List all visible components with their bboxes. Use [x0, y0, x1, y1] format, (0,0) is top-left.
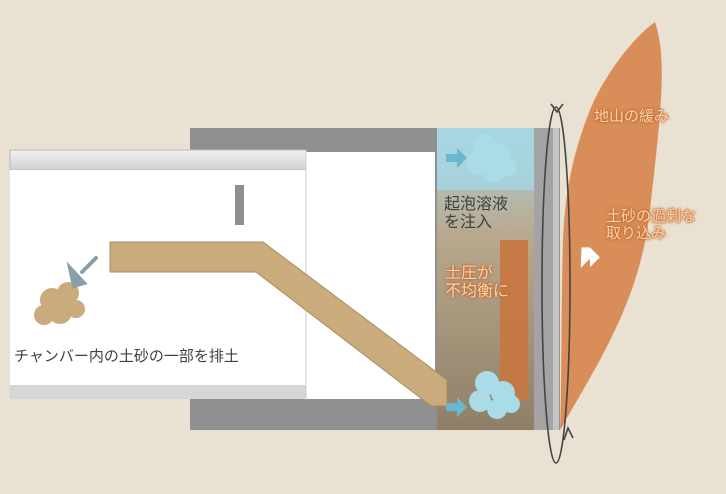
label-uneven-pressure: 土圧が 不均衡に — [445, 263, 510, 301]
foam-cloud-top — [466, 134, 517, 182]
discharge-arrow — [66, 256, 98, 289]
rotation-ellipse — [541, 106, 571, 464]
tail-pipe-bottom — [10, 385, 306, 399]
label-partial-discharge: チャンバー内の土砂の一部を排土 — [14, 347, 239, 365]
screw-conveyor — [109, 241, 448, 407]
label-excess-intake: 土砂の過剰な 取り込み — [606, 207, 697, 243]
ground-mass — [560, 22, 662, 430]
rotation-arrow-top — [550, 103, 564, 114]
chamber-soil-strip — [500, 240, 528, 400]
tail-pipe-top — [9, 149, 307, 171]
label-ground-deformation: 地山の緩み — [594, 107, 670, 125]
cutter-head — [534, 128, 556, 430]
foam-arrow-top — [446, 148, 467, 168]
intake-arrow — [580, 247, 600, 268]
discharged-soil-clump — [34, 282, 85, 325]
foam-cloud-bottom — [469, 371, 520, 419]
bulkhead-post — [235, 185, 244, 225]
label-foam-injection: 起泡溶液 を注入 — [444, 194, 509, 232]
cutter-edge — [553, 128, 559, 430]
tail-pipe-inner — [10, 170, 306, 385]
foam-arrow-bottom — [446, 397, 467, 417]
rotation-arrow-bottom — [563, 425, 574, 441]
